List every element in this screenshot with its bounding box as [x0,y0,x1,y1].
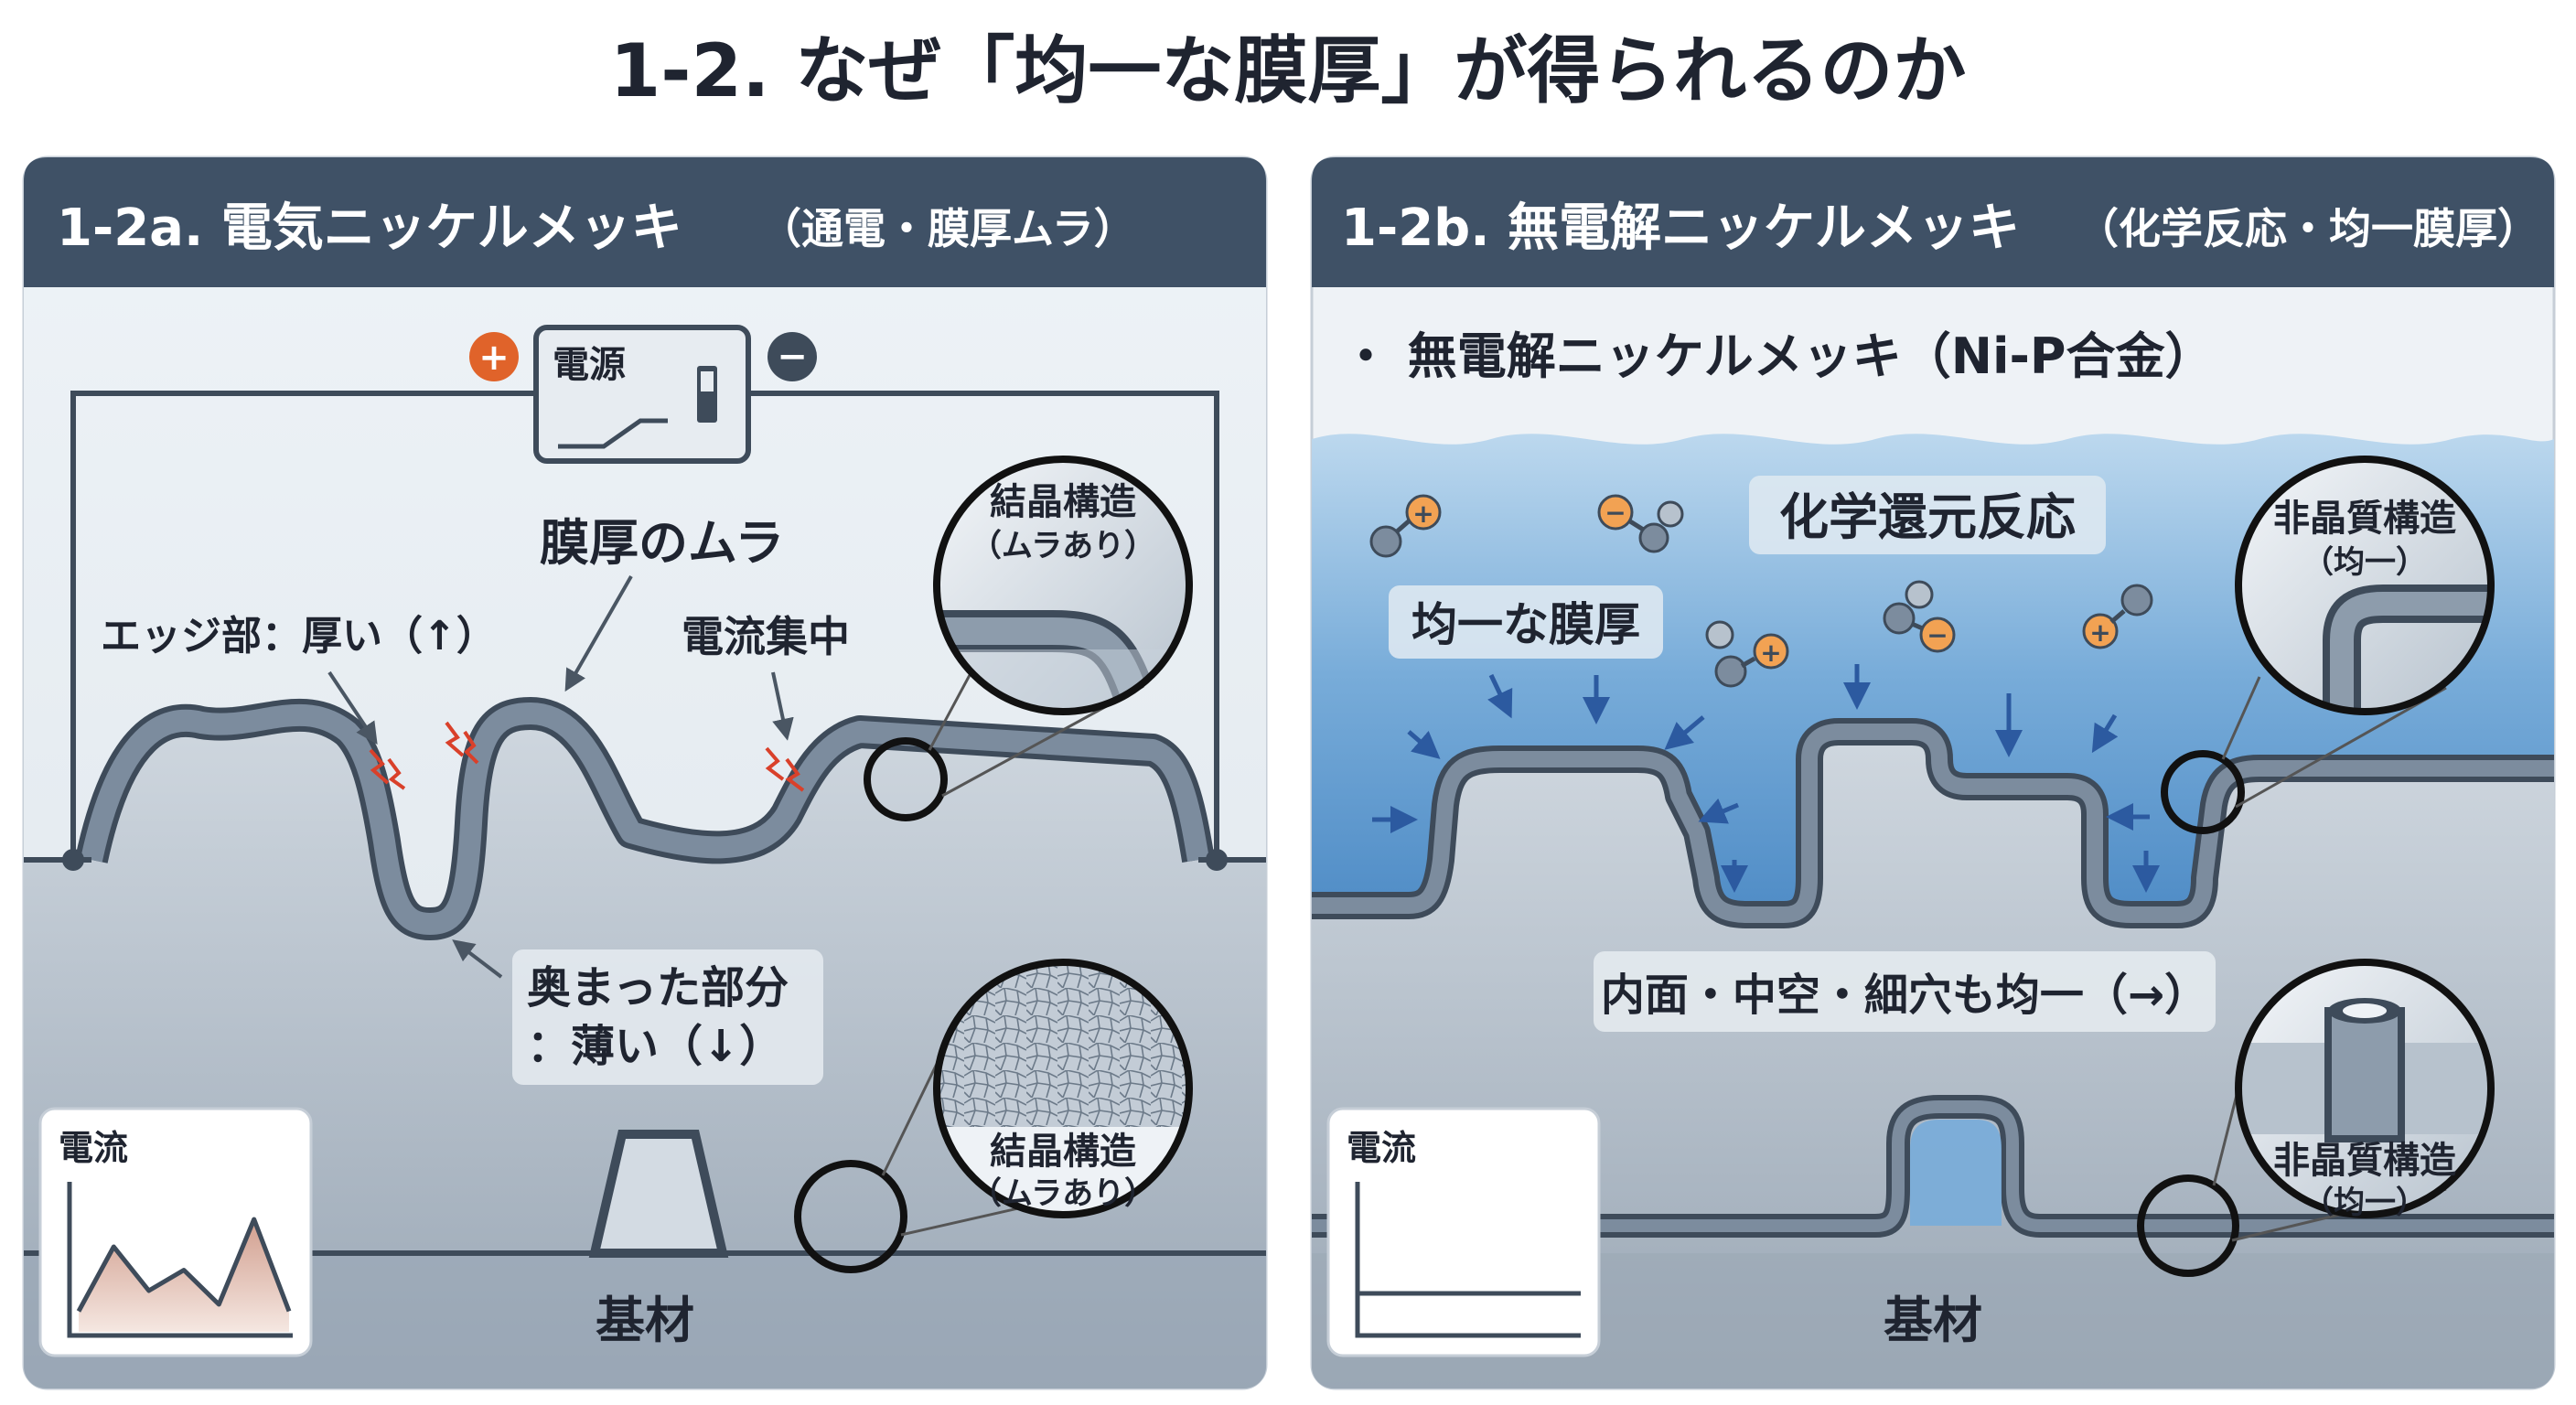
inner-uniform-label: 内面・中空・細穴も均一（→） [1601,970,2208,1021]
minus-symbol: − [777,336,808,378]
page-title: 1-2. なぜ「均一な膜厚」が得られるのか [610,28,1967,113]
zoom-crystal-bottom: 結晶構造 （ムラあり） [933,959,1193,1218]
uniform-thickness-label: 均一な膜厚 [1411,598,1640,651]
zoom-top-right-title: 非晶質構造 [2273,498,2456,540]
substrate-label-left: 基材 [596,1292,694,1349]
plus-terminal-icon [469,332,519,381]
edge-thick-label: エッジ部：厚い（↑） [101,613,497,660]
electrode-right [1206,849,1228,871]
zoom-marker-bottom [794,1160,907,1273]
chemical-reduction-label: 化学還元反応 [1779,488,2076,546]
left-header-bar [24,157,1266,287]
uneven-thickness-label: 膜厚のムラ [540,514,784,572]
power-supply: 電源 [533,325,751,464]
circuit-wire-right [748,391,1219,860]
current-concentration-label: 電流集中 [682,612,850,661]
right-header-bar [1312,157,2554,287]
svg-text:+: + [2089,617,2110,648]
svg-text:+: + [1760,638,1781,668]
current-graph-right: 電流 [1326,1107,1601,1357]
graph-area-left [79,1219,289,1332]
switch-symbol-icon [558,418,668,449]
graph-line-left [76,1217,292,1313]
zoom-bottom-title: 結晶構造 [990,1131,1136,1173]
svg-text:+: + [1412,499,1433,529]
zoom-marker-top [864,737,948,821]
deposition-arrows [1372,664,2160,893]
circuit-wire-left [70,391,536,860]
zoom-bottom-subtitle: （ムラあり） [971,1175,1155,1212]
right-panel: 1-2b. 無電解ニッケルメッキ （化学反応・均一膜厚） ・ 無電解ニッケルメッ… [1310,156,2556,1390]
zoom-amorphous-bottom: 非晶質構造 （均一） [2235,959,2495,1221]
left-panel: 1-2a. 電気ニッケルメッキ （通電・膜厚ムラ） 電源 + − 膜厚のムラ エ… [22,156,1268,1390]
recess-label-line1: 奥まった部分 [527,962,789,1014]
electrode-left [62,849,84,871]
zoom-bottom-right-subtitle: （均一） [2302,1185,2427,1221]
bullet-ni-p: ・ 無電解ニッケルメッキ（Ni-P合金） [1341,327,2215,385]
power-label: 電源 [553,344,626,386]
svg-text:−: − [1605,498,1626,528]
zoom-amorphous-top: 非晶質構造 （均一） [2235,456,2495,715]
hollow-channel [1910,1120,2002,1226]
left-header-title: 1-2a. 電気ニッケルメッキ [57,198,682,258]
zoom-top-title: 結晶構造 [990,481,1136,523]
minus-terminal-icon [767,332,817,381]
right-header-title: 1-2b. 無電解ニッケルメッキ [1341,198,2020,258]
right-header-subtitle: （化学反応・均一膜厚） [2077,204,2539,253]
svg-text:−: − [1927,620,1948,650]
zoom-marker-bottom-right [2137,1174,2239,1277]
zoom-bottom-right-title: 非晶質構造 [2273,1140,2456,1182]
plus-symbol: + [478,337,510,379]
zoom-top-subtitle: （ムラあり） [971,528,1155,564]
left-header-subtitle: （通電・膜厚ムラ） [759,204,1136,253]
zoom-marker-top-right [2161,750,2245,834]
substrate-label-right: 基材 [1884,1292,1982,1349]
graph-label-left: 電流 [59,1128,128,1168]
ion-icons: + − + − [1369,494,2153,688]
recess-label-line2: ：薄い（↓） [527,1021,783,1072]
current-spark-icons [369,721,805,792]
zoom-top-right-subtitle: （均一） [2302,544,2427,581]
graph-label-right: 電流 [1347,1128,1416,1168]
current-graph-left: 電流 [38,1107,313,1357]
